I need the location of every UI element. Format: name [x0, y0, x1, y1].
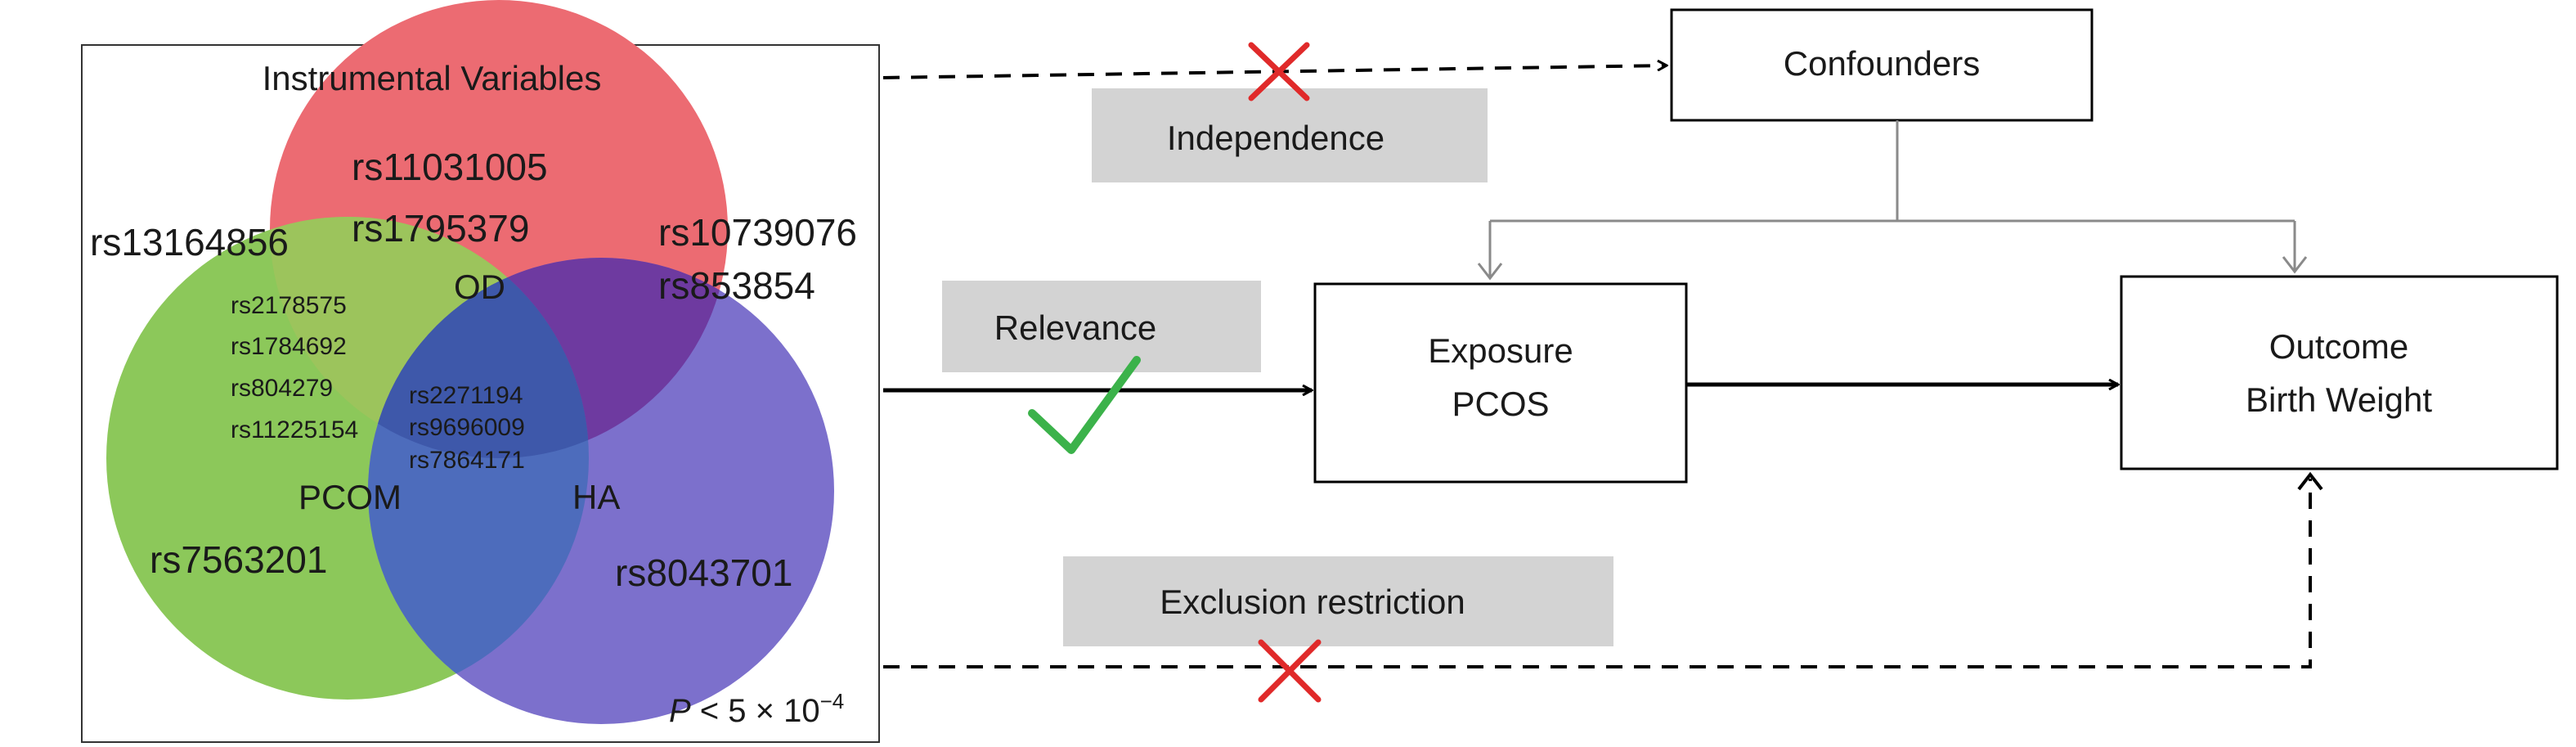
snp-center-2: rs9696009	[409, 414, 525, 441]
independence-cross-icon	[1248, 42, 1310, 101]
snp-outer-right-1: rs10739076	[658, 211, 857, 254]
snp-pcom-only: rs7563201	[150, 538, 327, 581]
snp-center-1: rs2271194	[409, 382, 523, 409]
exclusion-cross-icon	[1258, 639, 1322, 703]
label-ha: HA	[572, 478, 620, 516]
overlap-center	[368, 258, 589, 458]
independence-bg	[1092, 88, 1488, 182]
relevance-check-icon	[1028, 356, 1141, 454]
exposure-label-1: Exposure	[1428, 331, 1573, 370]
snp-center-3: rs7864171	[409, 447, 525, 474]
exclusion-bg	[1063, 556, 1613, 646]
venn-circles	[106, 0, 834, 724]
venn-title: Instrumental Variables	[263, 59, 602, 97]
relevance-bg	[942, 281, 1261, 372]
iv-outcome-arrowhead	[2297, 471, 2323, 491]
exclusion-label: Exclusion restriction	[1160, 583, 1465, 621]
snp-outer-left: rs13164856	[90, 221, 289, 263]
snp-outer-right-2: rs853854	[658, 264, 815, 307]
label-od: OD	[454, 268, 505, 306]
outcome-box	[2120, 275, 2559, 470]
snp-ha-only: rs8043701	[615, 551, 792, 594]
exposure-box	[1313, 282, 1688, 484]
snp-od-pcom-2: rs1784692	[231, 333, 347, 360]
exposure-label-2: PCOS	[1452, 385, 1549, 423]
label-pcom: PCOM	[298, 478, 402, 516]
iv-outcome-dashed-arrow	[883, 479, 2312, 668]
snp-od-pcom-3: rs804279	[231, 375, 333, 402]
confounders-label: Confounders	[1784, 44, 1981, 83]
snp-od-1: rs11031005	[352, 146, 548, 188]
independence-label: Independence	[1167, 119, 1384, 157]
snp-od-2: rs1795379	[352, 207, 529, 250]
outcome-label-2: Birth Weight	[2246, 380, 2432, 419]
relevance-label: Relevance	[994, 308, 1156, 347]
outcome-label-1: Outcome	[2269, 327, 2408, 366]
p-value: P < 5 × 10−4	[669, 689, 844, 729]
confounder-connectors	[1477, 120, 2308, 281]
snp-od-pcom-1: rs2178575	[231, 292, 347, 319]
confounders-box	[1670, 8, 2094, 122]
snp-od-pcom-4: rs11225154	[231, 416, 358, 443]
